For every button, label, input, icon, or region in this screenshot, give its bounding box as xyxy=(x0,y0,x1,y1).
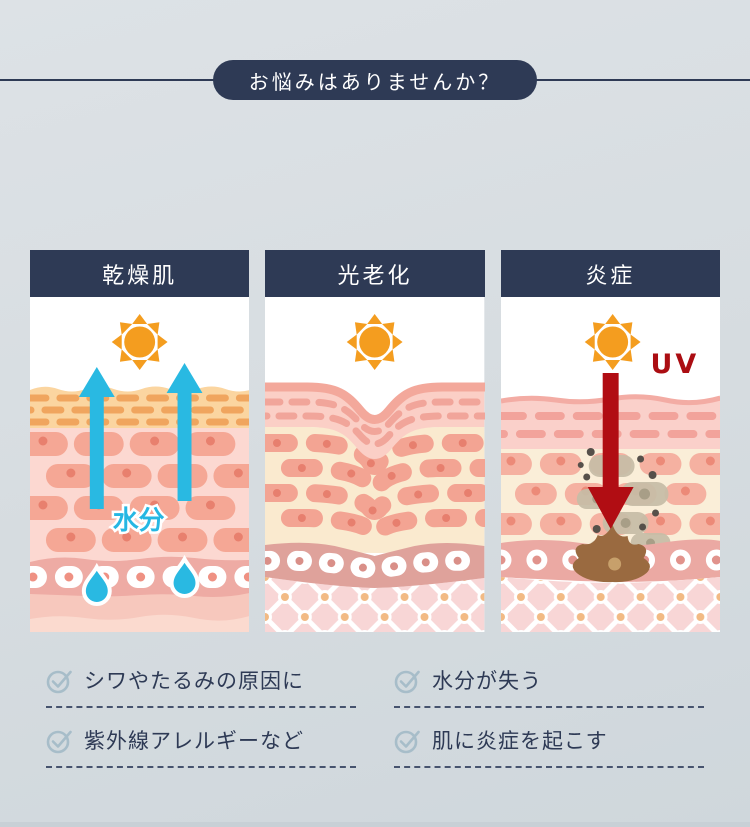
dry-skin-illustration: 水分 xyxy=(30,297,250,632)
checklist-item: 水分が失う xyxy=(394,665,704,708)
panel-photoaging: 光老化 xyxy=(265,250,485,632)
panel-title: 炎症 xyxy=(585,263,636,289)
checklist-item: 紫外線アレルギーなど xyxy=(46,725,356,768)
inflammation-illustration: UV xyxy=(500,297,720,632)
panel-dry-skin: 乾燥肌 xyxy=(30,250,250,632)
checklist-label: シワやたるみの原因に xyxy=(84,669,304,693)
checklist-item: シワやたるみの原因に xyxy=(46,665,356,708)
heading-pill: お悩みはありませんか？ xyxy=(212,60,538,100)
check-circle-icon xyxy=(46,730,72,753)
check-circle-icon xyxy=(46,670,72,693)
skin-panels: 乾燥肌 xyxy=(30,250,720,632)
section-heading: お悩みはありませんか？ xyxy=(0,60,750,100)
panel-title-bar: 炎症 xyxy=(500,250,720,297)
panel-title-bar: 光老化 xyxy=(265,250,485,297)
panel-title: 乾燥肌 xyxy=(102,263,178,289)
inflammation-splat xyxy=(572,525,650,583)
check-circle-icon xyxy=(394,730,420,753)
panel-title-bar: 乾燥肌 xyxy=(30,250,250,297)
bottom-section-edge xyxy=(0,822,750,827)
checklist-label: 肌に炎症を起こす xyxy=(432,729,608,753)
panel-inflammation: 炎症 xyxy=(500,250,720,632)
checklist: シワやたるみの原因に 水分が失う 紫外線アレルギーなど 肌に炎症を起こす xyxy=(46,665,704,768)
checklist-label: 紫外線アレルギーなど xyxy=(84,729,304,753)
check-circle-icon xyxy=(394,670,420,693)
sun-icon xyxy=(111,314,168,370)
uv-label: UV xyxy=(650,349,699,380)
up-arrow-icon xyxy=(78,363,203,509)
checklist-item: 肌に炎症を起こす xyxy=(394,725,704,768)
sun-icon xyxy=(347,314,403,370)
moisture-label: 水分 xyxy=(113,506,165,536)
photoaging-illustration xyxy=(265,297,485,632)
sun-icon xyxy=(584,314,641,370)
checklist-label: 水分が失う xyxy=(432,669,542,693)
down-arrow-icon xyxy=(587,373,634,529)
panel-title: 光老化 xyxy=(337,263,413,289)
heading-title: お悩みはありませんか？ xyxy=(248,69,502,94)
